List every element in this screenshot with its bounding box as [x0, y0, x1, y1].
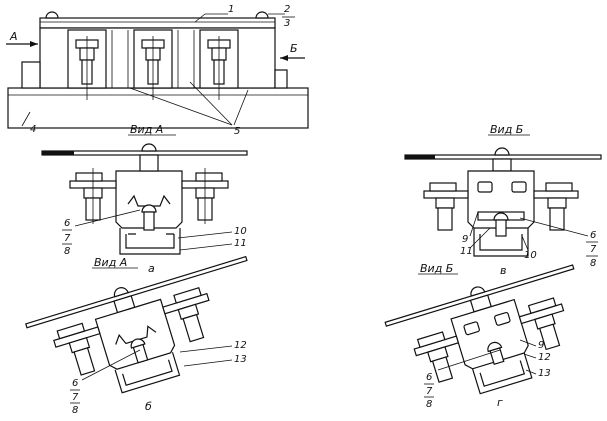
view-b-upright: Вид Б 9 11 10 6 7 8 в — [404, 123, 602, 277]
callout-8b: 8 — [72, 405, 78, 416]
callout-7b: 7 — [72, 392, 79, 403]
view-b-title: Вид Б — [490, 123, 523, 136]
callout-8a: 8 — [64, 246, 70, 257]
callout-12b: 12 — [234, 340, 247, 351]
callout-8d: 8 — [426, 399, 432, 410]
callout-10a: 10 — [234, 226, 247, 237]
callout-7d: 7 — [426, 386, 433, 397]
caption-v: в — [500, 264, 506, 277]
callout-6a: 6 — [64, 218, 70, 229]
callout-11a: 11 — [234, 238, 247, 249]
bolt-group — [75, 36, 231, 100]
caption-b: б — [145, 400, 152, 413]
callout-6c: 6 — [590, 230, 596, 241]
callout-7c: 7 — [590, 244, 597, 255]
callout-9c: 9 — [462, 234, 468, 245]
view-a-title: Вид А — [130, 123, 163, 136]
base-plate — [7, 87, 309, 129]
callout-13d: 13 — [538, 368, 551, 379]
view-a-tilted: Вид А 6 7 8 12 13 — [25, 255, 248, 416]
callout-5: 5 — [234, 126, 240, 137]
callout-6b: 6 — [72, 378, 78, 389]
caption-g: г — [497, 396, 503, 409]
view-a-tilted-title: Вид А — [94, 256, 127, 269]
elevation-view: A Б 1 2 3 4 5 — [6, 4, 309, 137]
callout-7a: 7 — [64, 233, 71, 244]
view-b-tilted-title: Вид Б — [420, 262, 453, 275]
callout-3: 3 — [284, 18, 290, 29]
caption-a: а — [148, 262, 155, 275]
callout-11c: 11 — [460, 246, 473, 257]
callout-6d: 6 — [426, 372, 432, 383]
holder-body — [115, 170, 183, 229]
callout-4: 4 — [30, 124, 36, 135]
arrow-a-label: A — [9, 30, 18, 43]
callout-2: 2 — [284, 4, 290, 15]
view-a-upright: Вид А 6 7 8 10 — [41, 123, 248, 275]
callout-8c: 8 — [590, 258, 596, 269]
callout-1: 1 — [228, 4, 234, 15]
view-b-tilted: Вид Б 6 7 8 9 — [384, 262, 575, 410]
arrow-b-label: Б — [290, 42, 298, 55]
top-bar — [39, 17, 276, 29]
callout-9d: 9 — [538, 340, 544, 351]
callout-13b: 13 — [234, 354, 247, 365]
callout-10c: 10 — [524, 250, 537, 261]
callout-12d: 12 — [538, 352, 551, 363]
